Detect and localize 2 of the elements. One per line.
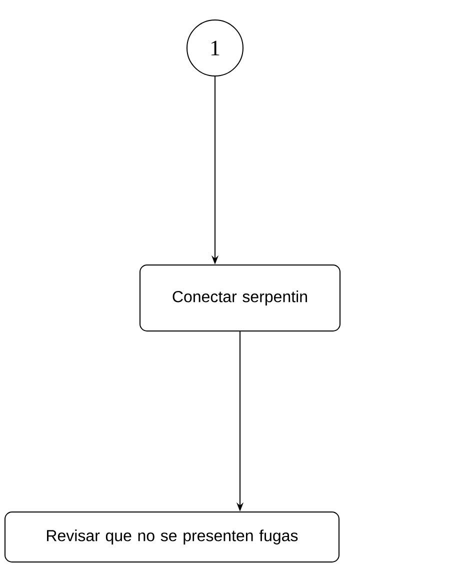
process-box: Revisar que no se presenten fugas (4, 512, 340, 562)
process-box: Conectar serpentin (140, 264, 340, 332)
